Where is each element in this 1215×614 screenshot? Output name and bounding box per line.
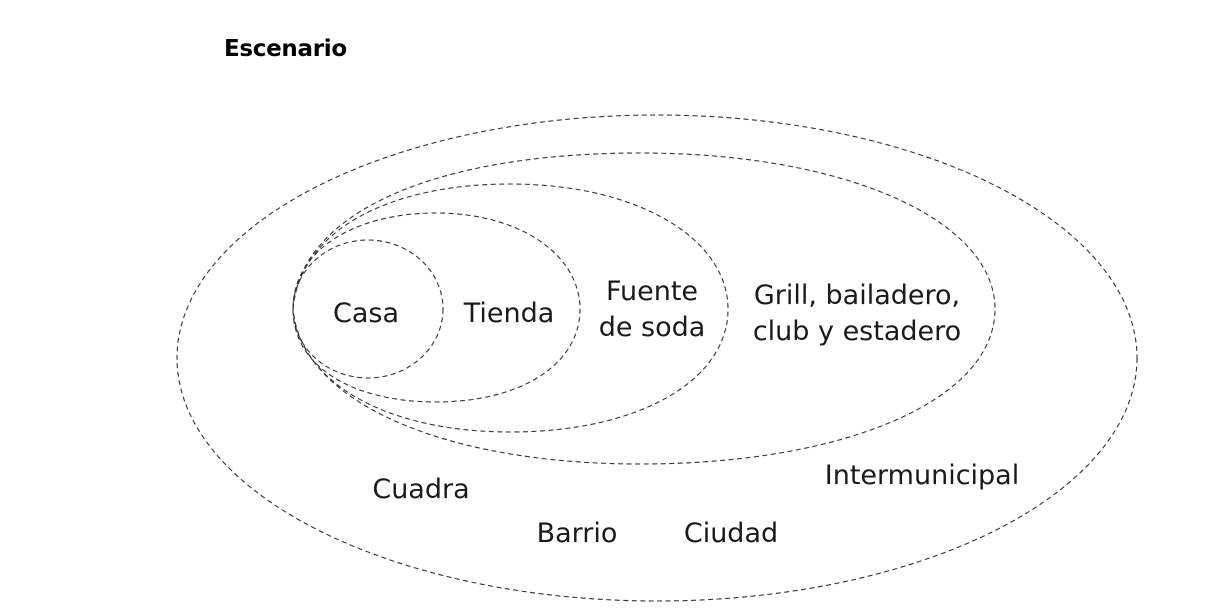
label-fuente-line1: Fuente	[606, 276, 698, 307]
label-intermunicipal: Intermunicipal	[825, 460, 1019, 491]
ring-fuente	[292, 183, 729, 433]
label-ciudad: Ciudad	[684, 518, 778, 549]
page-title: Escenario	[224, 36, 347, 62]
label-fuente-line2: de soda	[599, 312, 706, 343]
label-grill-line1: Grill, bailadero,	[754, 280, 960, 311]
label-barrio: Barrio	[537, 518, 618, 549]
label-tienda: Tienda	[463, 298, 555, 329]
label-cuadra: Cuadra	[372, 474, 469, 505]
ring-outer	[176, 114, 1138, 602]
ring-tienda	[292, 212, 581, 403]
label-casa: Casa	[333, 298, 399, 329]
label-grill-line2: club y estadero	[753, 316, 961, 347]
ring-grill	[292, 152, 996, 465]
